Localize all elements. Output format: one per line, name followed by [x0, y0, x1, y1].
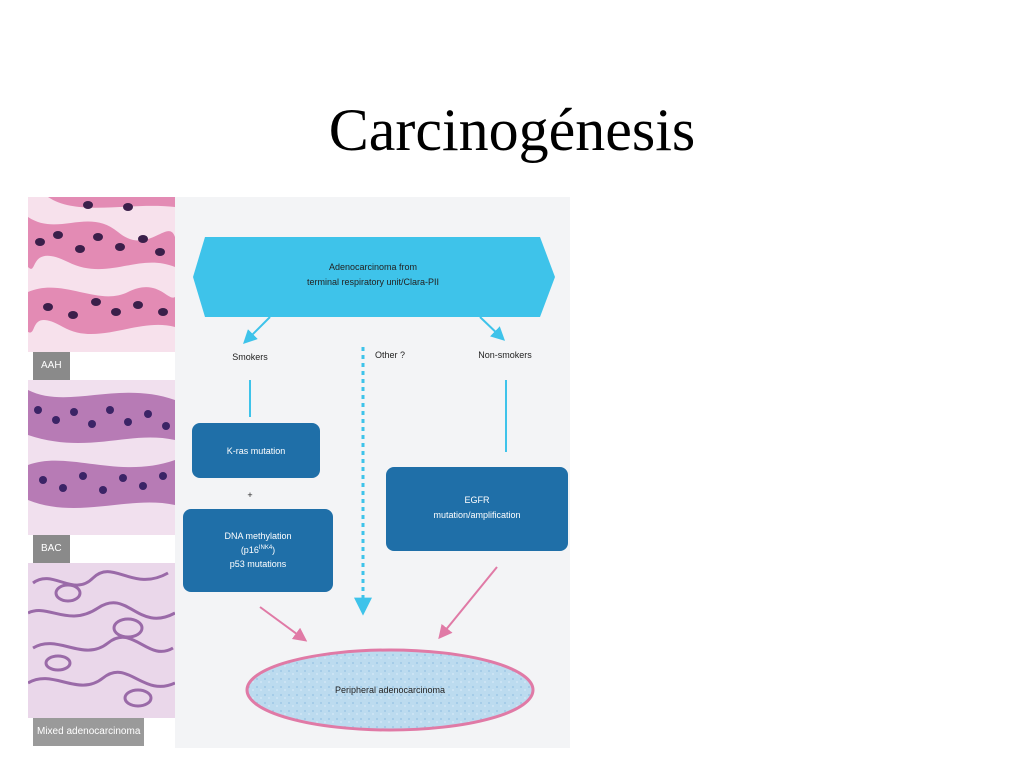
dna-line3: p53 mutations: [230, 559, 287, 569]
histology-label-bac: BAC: [28, 535, 175, 563]
kras-box: [192, 423, 320, 478]
egfr-box: [386, 467, 568, 551]
kras-label: K-ras mutation: [227, 446, 286, 456]
histology-strip: AAH BAC: [28, 197, 175, 748]
top-node-line2: terminal respiratory unit/Clara-PII: [307, 277, 439, 287]
histology-image-aah: [28, 197, 175, 352]
arrow-nonsmokers-to-outcome: [438, 566, 498, 640]
top-node-line1: Adenocarcinoma from: [329, 262, 417, 272]
histology-label-aah: AAH: [28, 352, 175, 380]
outcome-ellipse: [245, 648, 535, 732]
outcome-node: Peripheral adenocarcinoma: [245, 648, 535, 732]
label-other: Other ?: [375, 350, 405, 360]
egfr-line1: EGFR: [464, 495, 490, 505]
pathway-diagram: Adenocarcinoma from terminal respiratory…: [175, 197, 570, 748]
label-smokers: Smokers: [232, 352, 268, 362]
egfr-line2: mutation/amplification: [433, 510, 520, 520]
histology-image-mixed: [28, 563, 175, 718]
top-node-shape: [193, 237, 555, 317]
arrow-to-smokers: [243, 316, 271, 344]
plus-sign: +: [247, 490, 252, 500]
arrow-smokers-to-outcome: [259, 606, 308, 642]
histology-image-bac: [28, 380, 175, 535]
egfr-node: EGFR mutation/amplification: [386, 467, 568, 551]
label-nonsmokers: Non-smokers: [478, 350, 532, 360]
dna-line2: (p16INK4): [241, 545, 275, 555]
histology-label-mixed: Mixed adenocarcinoma: [28, 718, 175, 746]
dna-line1: DNA methylation: [224, 531, 291, 541]
arrow-to-nonsmokers: [479, 316, 506, 341]
slide-title: Carcinogénesis: [328, 97, 696, 163]
kras-node: K-ras mutation: [192, 423, 320, 478]
outcome-label: Peripheral adenocarcinoma: [335, 685, 445, 695]
dna-box: [183, 509, 333, 592]
dna-node: DNA methylation (p16INK4) p53 mutations: [183, 509, 333, 592]
top-node: Adenocarcinoma from terminal respiratory…: [193, 237, 555, 317]
